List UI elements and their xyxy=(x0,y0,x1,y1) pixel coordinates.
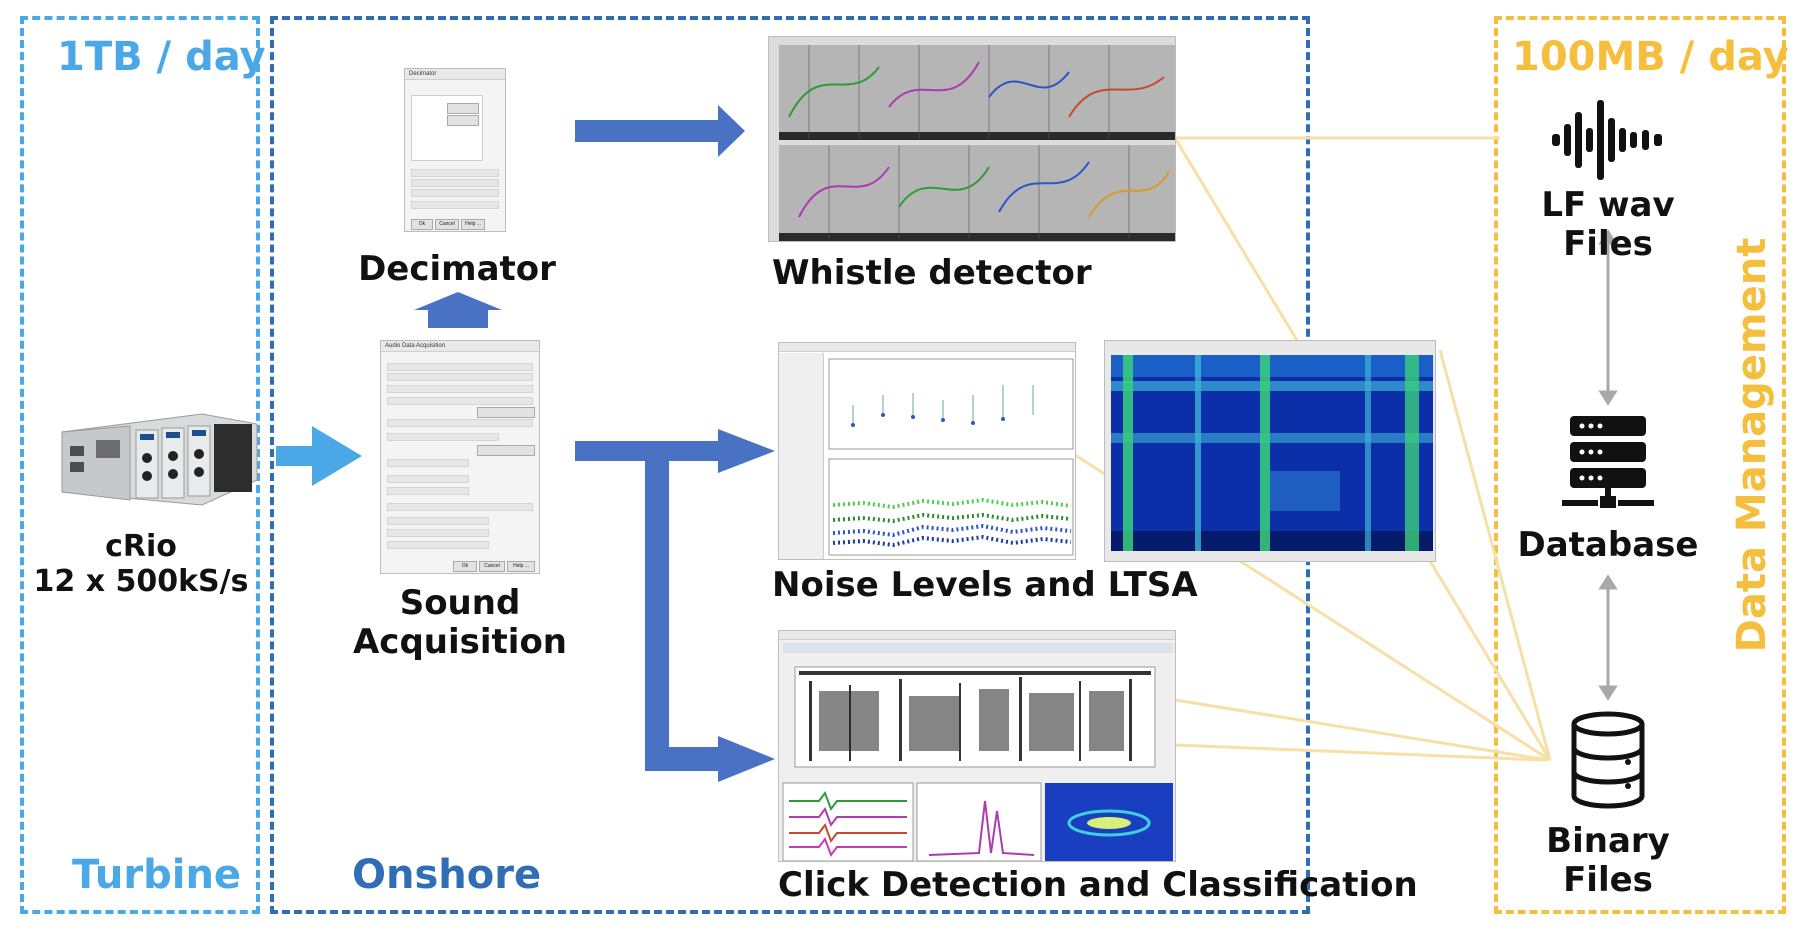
sound-acquisition-label: Sound Acquisition xyxy=(340,583,580,663)
select-folder-button[interactable] xyxy=(477,407,535,418)
server-stack-icon xyxy=(1562,416,1654,508)
arrowhead-down-icon xyxy=(1598,390,1618,406)
crio-label: cRio 12 x 500kS/s xyxy=(24,529,258,599)
lf-wav-files-label: LF wav Files xyxy=(1541,185,1675,265)
check-file-headers-button[interactable] xyxy=(477,445,535,456)
audio-waveform-icon xyxy=(1552,100,1662,180)
cylinder-database-icon xyxy=(1571,711,1645,809)
database-label: Database xyxy=(1517,525,1699,565)
decimator-dialog: Decimator Ok Cancel Help ... xyxy=(404,68,506,232)
arrow-right-icon xyxy=(718,736,775,782)
turbine-label: Turbine xyxy=(72,852,242,898)
click-detection-window xyxy=(778,630,1176,862)
data-management-rate-label: 100MB / day xyxy=(1512,34,1789,80)
arrowhead-up-icon xyxy=(1598,229,1618,245)
noise-levels-window xyxy=(778,342,1076,560)
acquisition-cancel-button[interactable]: Cancel xyxy=(479,561,505,572)
ltsa-window xyxy=(1104,340,1436,562)
turbine-region xyxy=(20,16,260,914)
arrow-right-icon xyxy=(575,105,745,157)
crio-hardware-image xyxy=(61,413,258,506)
arrow-right-icon xyxy=(718,429,775,473)
sound-acquisition-line1: Sound xyxy=(399,583,521,623)
binary-files-label: Binary Files xyxy=(1498,821,1718,901)
link-click-binary xyxy=(1174,743,1546,762)
decimator-label: Decimator xyxy=(358,249,556,289)
arrowhead-down-icon xyxy=(1598,685,1618,701)
noise-levels-label: Noise Levels and LTSA xyxy=(772,565,1198,605)
arrowhead-up-icon xyxy=(1598,574,1618,590)
data-management-region xyxy=(1494,16,1786,914)
arrow-right-icon xyxy=(276,426,362,486)
crio-name: cRio xyxy=(105,529,177,564)
whistle-spectrogram xyxy=(768,36,1176,242)
sound-acquisition-dialog: Audio Data Acquisition Ok Cancel Help ..… xyxy=(380,340,540,574)
decimator-help-button[interactable]: Help ... xyxy=(461,219,485,230)
turbine-rate-label: 1TB / day xyxy=(57,34,266,80)
link-ltsa-binary xyxy=(1438,349,1552,761)
select-none-button[interactable] xyxy=(447,115,479,126)
sound-acquisition-line2: Acquisition xyxy=(352,622,568,663)
acquisition-ok-button[interactable]: Ok xyxy=(453,561,477,572)
binary-files-line1: Binary xyxy=(1546,821,1670,861)
decimator-dialog-title: Decimator xyxy=(405,69,505,80)
binary-files-line2: Files xyxy=(1563,860,1653,901)
click-detection-label: Click Detection and Classification xyxy=(778,865,1418,905)
link-click-binary-2 xyxy=(1174,698,1549,762)
whistle-detector-label: Whistle detector xyxy=(772,253,1092,293)
arrow-up-icon xyxy=(414,292,502,328)
sound-acquisition-dialog-title: Audio Data Acquisition xyxy=(381,341,539,352)
decimator-cancel-button[interactable]: Cancel xyxy=(435,219,459,230)
acquisition-help-button[interactable]: Help ... xyxy=(507,561,535,572)
select-all-button[interactable] xyxy=(447,103,479,114)
crio-spec: 12 x 500kS/s xyxy=(33,563,249,599)
onshore-label: Onshore xyxy=(352,852,542,898)
decimator-ok-button[interactable]: Ok xyxy=(411,219,433,230)
